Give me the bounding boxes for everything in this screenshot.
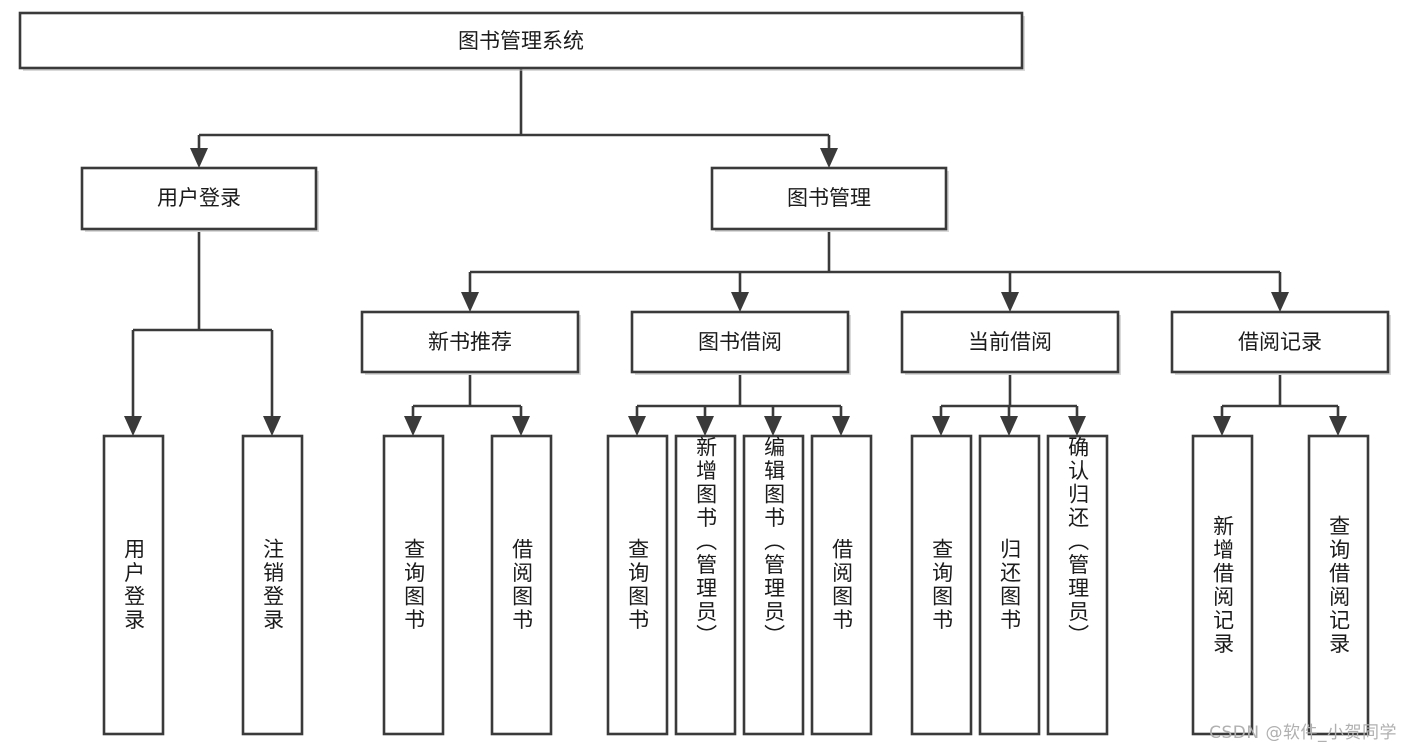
node-book-borrow-label: 图书借阅 xyxy=(698,330,782,354)
connector-group-borrow-record xyxy=(1213,375,1347,436)
node-borrow-record-label: 借阅记录 xyxy=(1238,330,1322,354)
node-book-manage[interactable]: 图书管理 xyxy=(710,166,949,232)
node-user-login-label: 用户登录 xyxy=(157,186,241,210)
leaf-add-book-box[interactable] xyxy=(674,434,737,736)
leaf-query-book-2-box[interactable] xyxy=(606,434,669,736)
node-root-box[interactable] xyxy=(18,11,1024,70)
arrowhead-book-manage xyxy=(820,148,838,168)
arrowhead-leaf-query-record xyxy=(1329,416,1347,436)
node-current-borrow[interactable]: 当前借阅 xyxy=(900,310,1121,375)
arrowhead-leaf-borrow-book-1 xyxy=(512,416,530,436)
arrowhead-user-login xyxy=(190,148,208,168)
node-borrow-record[interactable]: 借阅记录 xyxy=(1170,310,1391,375)
leaf-borrow-book-2-box[interactable] xyxy=(810,434,873,736)
leaf-query-book-3-box[interactable] xyxy=(910,434,973,736)
leaf-confirm-return-box[interactable] xyxy=(1046,434,1109,736)
arrowhead-leaf-query-book-1 xyxy=(404,416,422,436)
connector-group-user-login xyxy=(124,232,281,436)
leaf-user-logout-box[interactable] xyxy=(241,434,304,736)
arrowhead-leaf-borrow-book-2 xyxy=(832,416,850,436)
arrowhead-leaf-edit-book xyxy=(764,416,782,436)
arrowhead-current-borrow xyxy=(1001,292,1019,312)
leaf-query-record-box[interactable] xyxy=(1307,434,1370,736)
leaf-edit-book-box[interactable] xyxy=(742,434,805,736)
leaf-boxes xyxy=(102,434,1370,736)
leaf-borrow-book-1-box[interactable] xyxy=(490,434,553,736)
arrowhead-leaf-user-login xyxy=(124,416,142,436)
node-book-manage-box[interactable] xyxy=(710,166,948,231)
node-user-login[interactable]: 用户登录 xyxy=(80,166,319,232)
node-root-label: 图书管理系统 xyxy=(458,29,584,53)
node-root[interactable]: 图书管理系统 xyxy=(18,11,1025,71)
node-book-borrow-box[interactable] xyxy=(630,310,850,374)
node-user-login-box[interactable] xyxy=(80,166,318,231)
connector-group-book-manage xyxy=(461,232,1289,312)
node-new-book-recommend-box[interactable] xyxy=(360,310,580,374)
node-book-manage-label: 图书管理 xyxy=(787,186,871,210)
leaf-add-record-box[interactable] xyxy=(1191,434,1254,736)
arrowhead-book-borrow xyxy=(731,292,749,312)
leaf-user-login-box[interactable] xyxy=(102,434,165,736)
node-new-book-recommend[interactable]: 新书推荐 xyxy=(360,310,581,375)
node-current-borrow-box[interactable] xyxy=(900,310,1120,374)
arrowhead-leaf-confirm-return xyxy=(1068,416,1086,436)
node-current-borrow-label: 当前借阅 xyxy=(968,330,1052,354)
connector-group-new-book-recommend xyxy=(404,375,530,436)
connector-group-root xyxy=(190,68,838,168)
arrowhead-leaf-return-book xyxy=(1000,416,1018,436)
arrowhead-leaf-add-record xyxy=(1213,416,1231,436)
arrowhead-leaf-query-book-3 xyxy=(932,416,950,436)
arrowhead-leaf-user-logout xyxy=(263,416,281,436)
arrowhead-leaf-query-book-2 xyxy=(628,416,646,436)
connector-group-book-borrow xyxy=(628,375,850,436)
leaf-return-book-box[interactable] xyxy=(978,434,1041,736)
arrowhead-borrow-record xyxy=(1271,292,1289,312)
node-borrow-record-box[interactable] xyxy=(1170,310,1390,374)
node-book-borrow[interactable]: 图书借阅 xyxy=(630,310,851,375)
arrowhead-new-book-recommend xyxy=(461,292,479,312)
arrowhead-leaf-add-book xyxy=(696,416,714,436)
connector-group-current-borrow xyxy=(932,375,1086,436)
node-new-book-recommend-label: 新书推荐 xyxy=(428,330,512,354)
leaf-query-book-1-box[interactable] xyxy=(382,434,445,736)
